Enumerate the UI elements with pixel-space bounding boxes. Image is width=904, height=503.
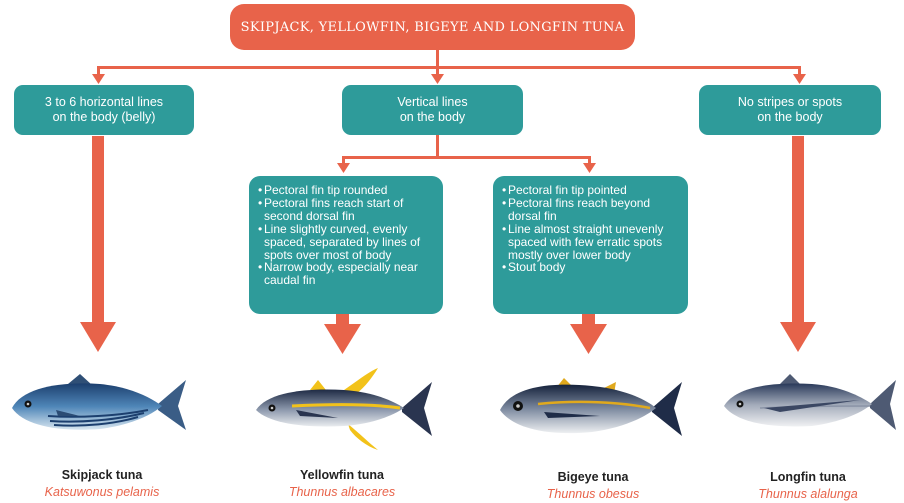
yellowfin-scientific-name: Thunnus albacares <box>242 485 442 499</box>
connector-drop-middle <box>436 66 439 75</box>
arrowhead-middle <box>431 74 444 84</box>
yellowfin-feature-item: Narrow body, especially near caudal fin <box>258 261 435 287</box>
branch-no-stripes-line1: No stripes or spots <box>738 95 842 110</box>
branch-no-stripes: No stripes or spots on the body <box>699 85 881 135</box>
longfin-common-name: Longfin tuna <box>708 470 904 484</box>
arrowhead-yellowfin-box <box>337 163 350 173</box>
branch-no-stripes-line2: on the body <box>738 110 842 125</box>
diagram-title: SKIPJACK, YELLOWFIN, BIGEYE AND LONGFIN … <box>230 4 635 50</box>
branch-horizontal-line2: on the body (belly) <box>45 110 163 125</box>
yellowfin-feature-item: Pectoral fin tip rounded <box>258 184 435 197</box>
longfin-scientific-name: Thunnus alalunga <box>708 487 904 501</box>
yellowfin-features-box: Pectoral fin tip rounded Pectoral fins r… <box>249 176 443 314</box>
yellowfin-feature-item: Line slightly curved, evenly spaced, sep… <box>258 223 435 262</box>
connector-drop-bigeye <box>588 156 591 164</box>
bigeye-feature-item: Pectoral fin tip pointed <box>502 184 680 197</box>
branch-horizontal-line1: 3 to 6 horizontal lines <box>45 95 163 110</box>
branch-vertical-line1: Vertical lines <box>397 95 467 110</box>
skipjack-tuna-illustration <box>8 372 190 442</box>
connector-stem-title <box>436 50 439 68</box>
longfin-tuna-illustration <box>720 370 900 440</box>
connector-drop-yellowfin <box>342 156 345 164</box>
connector-bar-top <box>97 66 801 69</box>
big-arrow-skipjack-head <box>80 322 116 352</box>
bigeye-tuna-illustration <box>496 372 684 444</box>
connector-drop-right <box>798 66 801 75</box>
bigeye-features-box: Pectoral fin tip pointed Pectoral fins r… <box>493 176 688 314</box>
bigeye-common-name: Bigeye tuna <box>493 470 693 484</box>
branch-vertical-line2: on the body <box>397 110 467 125</box>
arrowhead-right <box>793 74 806 84</box>
connector-drop-left <box>97 66 100 75</box>
skipjack-caption: Skipjack tuna Katsuwonus pelamis <box>2 468 202 499</box>
bigeye-feature-item: Stout body <box>502 261 680 274</box>
yellowfin-common-name: Yellowfin tuna <box>242 468 442 482</box>
skipjack-scientific-name: Katsuwonus pelamis <box>2 485 202 499</box>
branch-horizontal-lines: 3 to 6 horizontal lines on the body (bel… <box>14 85 194 135</box>
longfin-caption: Longfin tuna Thunnus alalunga <box>708 470 904 501</box>
bigeye-scientific-name: Thunnus obesus <box>493 487 693 501</box>
big-arrow-longfin-shaft <box>792 136 804 324</box>
yellowfin-feature-item: Pectoral fins reach start of second dors… <box>258 197 435 223</box>
big-arrow-longfin-head <box>780 322 816 352</box>
connector-stem-vertical <box>436 135 439 157</box>
yellowfin-caption: Yellowfin tuna Thunnus albacares <box>242 468 442 499</box>
connector-bar-sub <box>342 156 591 159</box>
skipjack-common-name: Skipjack tuna <box>2 468 202 482</box>
bigeye-feature-item: Pectoral fins reach beyond dorsal fin <box>502 197 680 223</box>
bigeye-feature-item: Line almost straight unevenly spaced wit… <box>502 223 680 262</box>
big-arrow-skipjack-shaft <box>92 136 104 324</box>
branch-vertical-lines: Vertical lines on the body <box>342 85 523 135</box>
bigeye-caption: Bigeye tuna Thunnus obesus <box>493 470 693 501</box>
big-arrow-yellowfin-head <box>324 324 361 354</box>
arrowhead-bigeye-box <box>583 163 596 173</box>
arrowhead-left <box>92 74 105 84</box>
big-arrow-bigeye-head <box>570 324 607 354</box>
yellowfin-tuna-illustration <box>252 366 436 452</box>
